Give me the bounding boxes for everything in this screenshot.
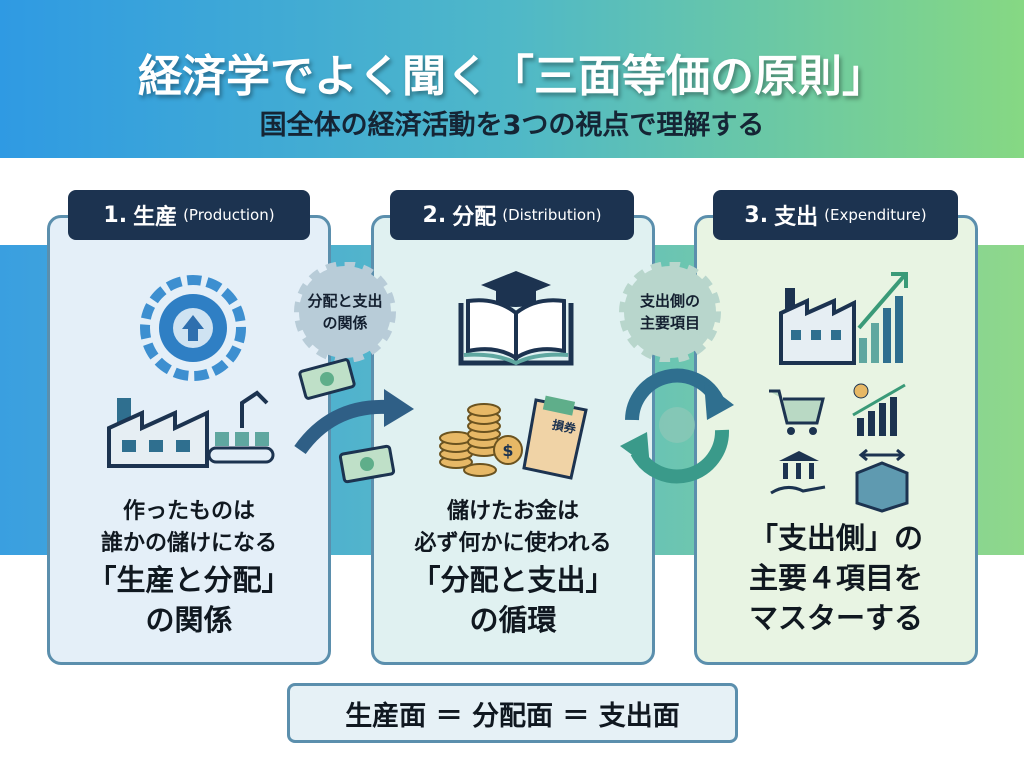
- card-number: 1.: [103, 202, 128, 228]
- equivalence-summary: 生産面 ＝ 分配面 ＝ 支出面: [287, 683, 738, 743]
- factory-growth-chart-icon: [779, 272, 908, 365]
- circular-flow-arrows-icon: [620, 368, 734, 484]
- gear-icon: [294, 262, 396, 362]
- gear-icon: [619, 262, 721, 362]
- growth-chart-icon: [852, 383, 906, 436]
- card-line: 主要４項目を: [748, 561, 923, 595]
- card-line: 必ず何かに使われる: [414, 531, 612, 556]
- shopping-cart-icon: [769, 389, 825, 435]
- card-line: 「支出側」の: [748, 521, 923, 555]
- card-description: 作ったものは 誰かの儲けになる 「生産と分配」 の関係: [50, 496, 328, 640]
- card-expenditure: 「支出側」の 主要４項目を マスターする: [694, 215, 978, 665]
- card-label-expenditure: 3.支出 (Expenditure): [713, 190, 958, 240]
- card-english: (Production): [183, 206, 275, 224]
- connector-line: 支出側の: [639, 292, 700, 310]
- card-description: 儲けたお金は 必ず何かに使われる 「分配と支出」 の循環: [374, 496, 652, 640]
- card-label-distribution: 2.分配 (Distribution): [390, 190, 634, 240]
- card-line: 誰かの儲けになる: [100, 531, 277, 556]
- government-building-icon: [770, 451, 826, 495]
- svg-text:$: $: [502, 441, 513, 460]
- card-line: 作ったものは: [122, 499, 255, 524]
- card-line: 儲けたお金は: [446, 499, 579, 524]
- money-flow-arrow-icon: [294, 358, 414, 484]
- card-description: 「支出側」の 主要４項目を マスターする: [697, 518, 975, 638]
- card-number: 2.: [422, 202, 447, 228]
- book-graduation-cap-icon: [458, 271, 574, 366]
- card-number: 3.: [744, 202, 769, 228]
- page-subtitle: 国全体の経済活動を3つの視点で理解する: [259, 110, 765, 141]
- card-line: の関係: [145, 603, 233, 637]
- card-name: 分配: [452, 205, 497, 230]
- factory-icon: [107, 390, 275, 468]
- connector-line: 主要項目: [639, 314, 700, 332]
- card-name: 支出: [774, 205, 819, 230]
- card-english: (Expenditure): [824, 206, 927, 224]
- trade-box-icon: [855, 448, 909, 513]
- card-production: 作ったものは 誰かの儲けになる 「生産と分配」 の関係: [47, 215, 331, 665]
- card-highlight: マスターする: [748, 601, 923, 635]
- header-banner: 経済学でよく聞く「三面等価の原則」 国全体の経済活動を3つの視点で理解する: [0, 0, 1024, 158]
- connector-badge-1: 分配と支出の関係: [280, 262, 410, 362]
- card-line: の循環: [469, 603, 557, 637]
- card-distribution: $ 損券 儲けたお金は 必ず何かに使われる 「分配と支出」 の循環: [371, 215, 655, 665]
- expenditure-items-icons: [769, 383, 909, 513]
- connector-line: 分配と支出: [307, 292, 383, 310]
- card-english: (Distribution): [502, 206, 602, 224]
- card-label-production: 1.生産 (Production): [68, 190, 310, 240]
- card-name: 生産: [133, 205, 178, 230]
- card-highlight: 「分配と支出」: [411, 563, 615, 597]
- connector-badge-2: 支出側の主要項目: [605, 262, 735, 362]
- coins-envelope-icon: $: [439, 395, 588, 480]
- connector-line: の関係: [322, 314, 368, 332]
- gear-up-arrow-icon: [140, 275, 246, 381]
- card-highlight: 「生産と分配」: [87, 563, 291, 597]
- page-title: 経済学でよく聞く「三面等価の原則」: [138, 51, 886, 102]
